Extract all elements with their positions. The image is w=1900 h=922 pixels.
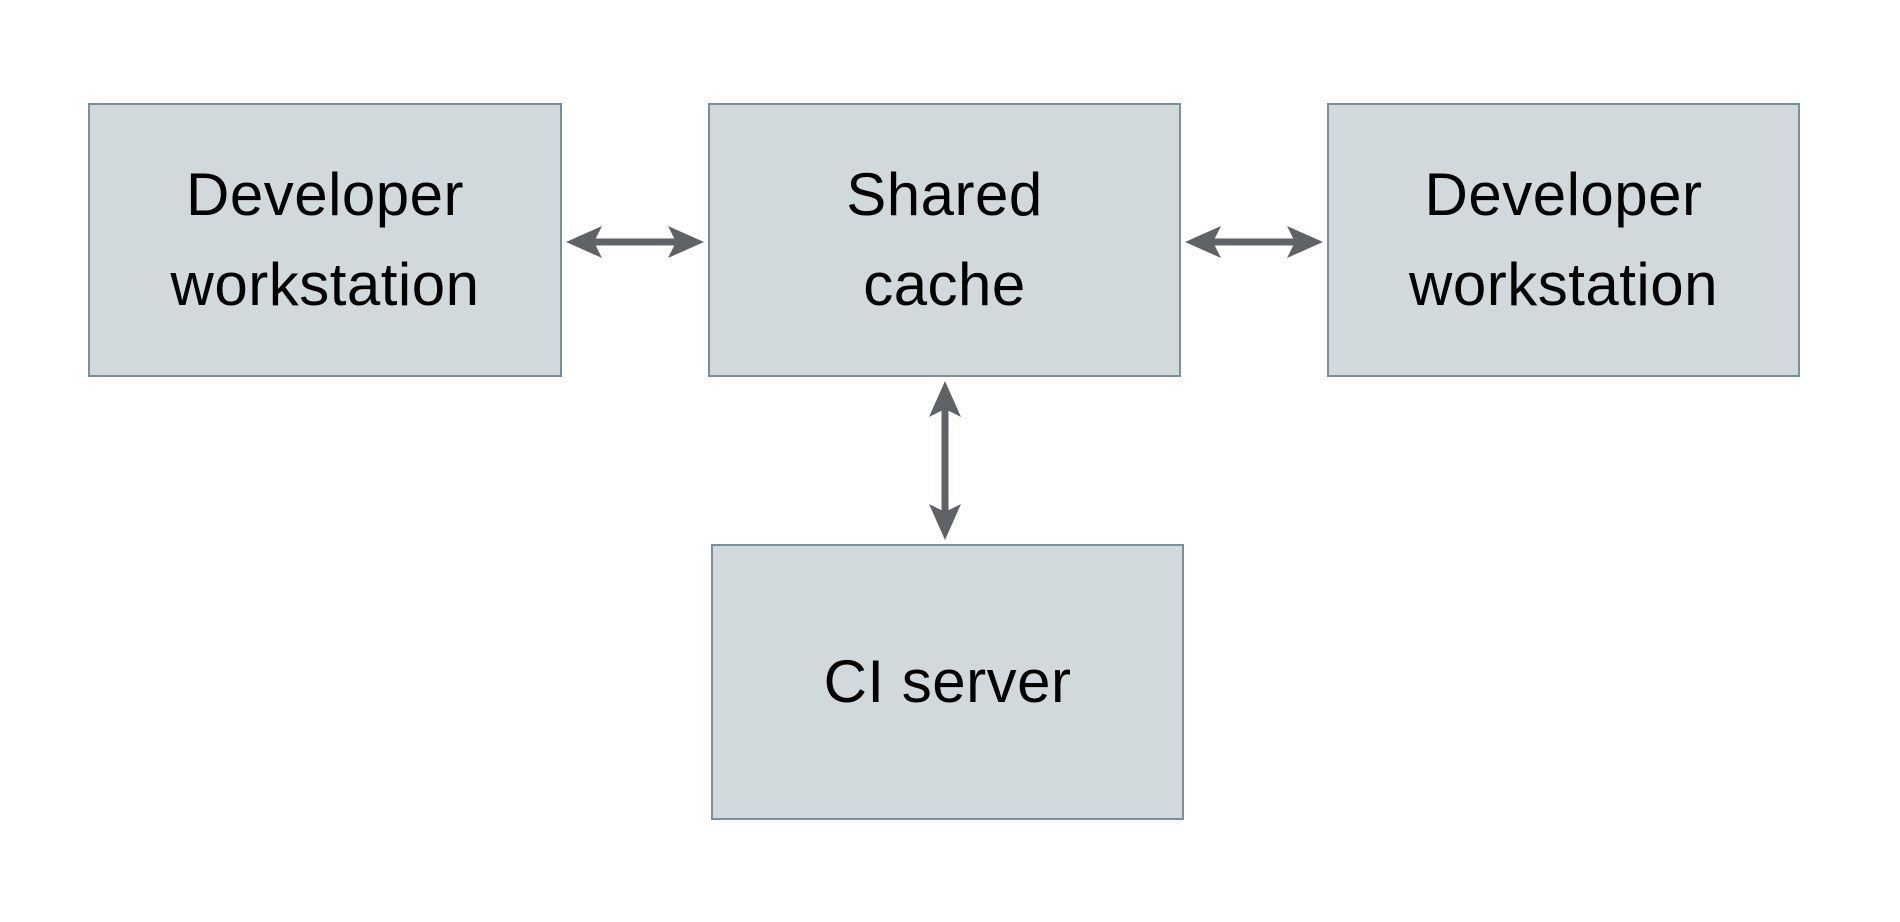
node-developer-workstation-right: Developer workstation xyxy=(1327,103,1800,377)
arrowhead-right-icon xyxy=(1287,226,1323,258)
bidirectional-arrow-sharedcache-devright xyxy=(1185,226,1323,258)
node-label-developer-workstation-right: Developer workstation xyxy=(1409,161,1718,318)
node-developer-workstation-left: Developer workstation xyxy=(88,103,562,377)
arrowhead-left-icon xyxy=(566,226,602,258)
node-label-shared-cache: Shared cache xyxy=(846,161,1043,318)
node-label-developer-workstation-left: Developer workstation xyxy=(170,161,480,318)
node-label-ci-server: CI server xyxy=(823,648,1072,715)
arrowhead-left-icon xyxy=(1185,226,1221,258)
node-shared-cache: Shared cache xyxy=(708,103,1181,377)
arrowhead-up-icon xyxy=(929,381,961,417)
arrowhead-right-icon xyxy=(668,226,704,258)
node-ci-server: CI server xyxy=(711,544,1184,820)
arrowhead-down-icon xyxy=(929,504,961,540)
bidirectional-arrow-devleft-sharedcache xyxy=(566,226,704,258)
bidirectional-arrow-sharedcache-ciserver xyxy=(929,381,961,540)
